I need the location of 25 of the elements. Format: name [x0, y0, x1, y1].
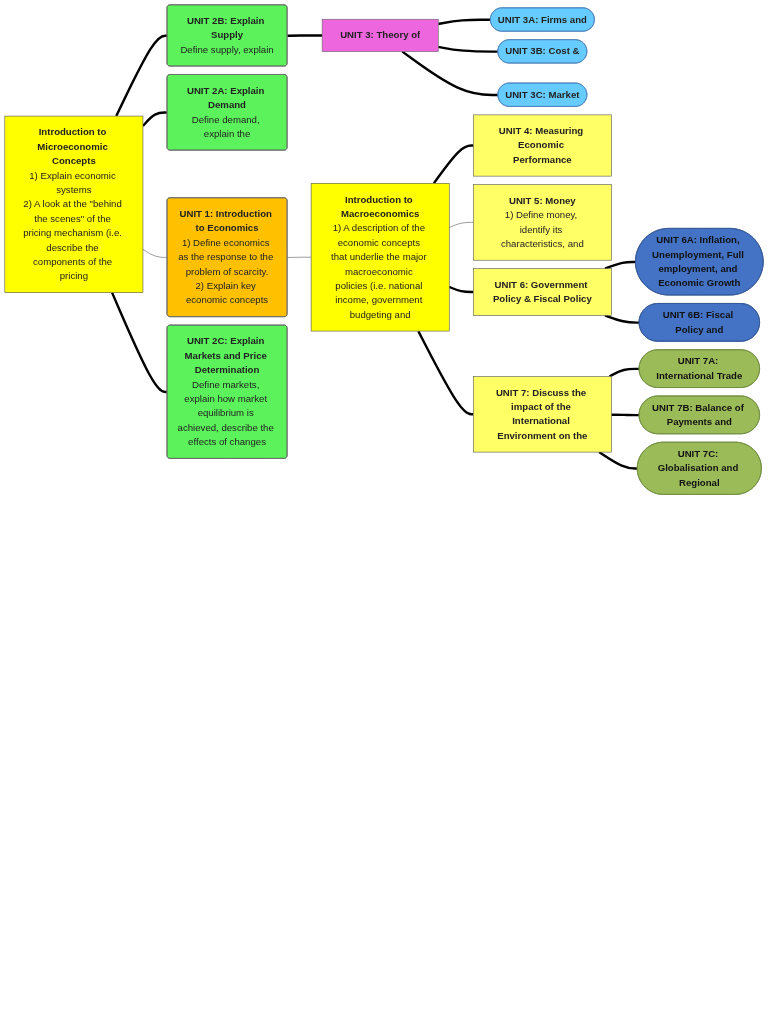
- connector: [110, 292, 168, 394]
- connector: [604, 314, 640, 324]
- node-box: UNIT 4: Measuring Economic Performance: [472, 114, 612, 177]
- connector: [608, 367, 640, 378]
- connector: [432, 144, 474, 185]
- node-box: UNIT 7: Discuss the impact of the International Environment on the: [472, 376, 612, 453]
- connector: [604, 260, 636, 270]
- connector: [598, 451, 638, 470]
- connector: [287, 256, 312, 258]
- node-box: UNIT 6: Government Policy & Fiscal Policy: [472, 268, 612, 316]
- connector: [438, 18, 491, 26]
- node-box: UNIT 3: Theory of: [321, 18, 439, 52]
- connector: [448, 222, 474, 228]
- connector: [438, 45, 499, 53]
- node-box: Introduction to Macroeconomics 1) A description of the economic concepts that underlie the major macroeconomic policies (i.e. national income, government budgeting and: [310, 183, 450, 332]
- connector: [448, 285, 474, 294]
- connector: [115, 34, 168, 117]
- connector: [417, 330, 474, 416]
- connector: [287, 34, 323, 37]
- connector: [401, 50, 499, 97]
- node-box: UNIT 5: Money 1) Define money, identify its characteristics, and: [472, 184, 612, 261]
- connector: [142, 111, 168, 127]
- node-box: Introduction to Microeconomic Concepts 1) Explain economic systems 2) A look at the "behind the scenes" of the pricing mechanism (i.e. describe the components of the pricing: [4, 115, 144, 293]
- connector: [611, 413, 640, 417]
- connector: [142, 249, 168, 258]
